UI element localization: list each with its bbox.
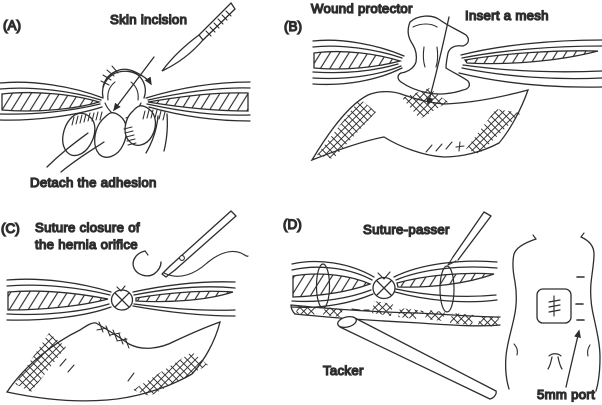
suture-closure-caption-line2: the hernia orifice: [35, 237, 138, 252]
suture-line-on-mesh: [548, 295, 561, 317]
panel-d-label: (D): [283, 217, 302, 232]
port-site-marks: [575, 276, 585, 321]
port-pointer-arrow: [565, 329, 581, 388]
mesh-sheet-c: [5, 320, 221, 402]
suture-passer-drawing: [447, 211, 492, 266]
mesh-sheet-b: [310, 89, 530, 162]
panel-c-label: (C): [1, 221, 20, 236]
abdominal-wall-right-d: [393, 260, 498, 303]
wound-protector-caption: Wound protector: [311, 1, 413, 16]
port-caption: 5mm port: [537, 387, 595, 402]
abdominal-wall-left-c: [6, 278, 112, 321]
torso-drawing: [504, 232, 601, 392]
needle-holder-drawing: [161, 210, 237, 278]
abdominal-wall-right-c: [132, 281, 236, 317]
skin-incision-caption: Skin incision: [110, 12, 187, 27]
pubic-mark: [547, 353, 563, 370]
panel-b-label: (B): [284, 19, 302, 34]
wound-protector-drawing: [397, 15, 470, 95]
bowel-loops-drawing: [46, 105, 169, 173]
insert-mesh-arrow: [426, 16, 450, 106]
suture-closure-caption-line1: Suture closure of: [35, 220, 140, 235]
panel-a-label: (A): [3, 18, 21, 33]
insert-mesh-caption: Insert a mesh: [465, 8, 549, 23]
panel-b: Wound protector (B) Insert a mesh: [283, 0, 602, 162]
tacker-caption: Tacker: [323, 363, 364, 378]
mesh-center-bunch: [402, 88, 448, 119]
scalpel-drawing: [161, 1, 236, 72]
panel-d: (D) Suture-passer: [282, 211, 601, 403]
detach-adhesion-caption: Detach the adhesion: [30, 175, 157, 190]
closure-knot-d: [372, 271, 396, 300]
curved-needle-drawing: [132, 250, 162, 277]
abdominal-wall-right: [145, 81, 251, 122]
panel-a: (A) Skin incision: [0, 1, 251, 191]
fixed-mesh-strip: [290, 301, 501, 327]
incision-direction-arrows: [100, 56, 155, 112]
adhesion-marks: [71, 109, 166, 146]
abdominal-wall-right-b: [458, 39, 602, 88]
abdominal-wall-left-b: [312, 39, 405, 86]
abdominal-wall-left: [0, 81, 104, 121]
panel-c: (C) Suture closure of the hernia orifice: [0, 210, 249, 402]
suture-passer-caption: Suture-passer: [363, 222, 450, 237]
transfascial-suture-loops: [315, 263, 455, 313]
closure-knot: [110, 285, 134, 311]
tacker-drawing: [337, 315, 497, 400]
suture-thread-drawing: [163, 250, 249, 277]
